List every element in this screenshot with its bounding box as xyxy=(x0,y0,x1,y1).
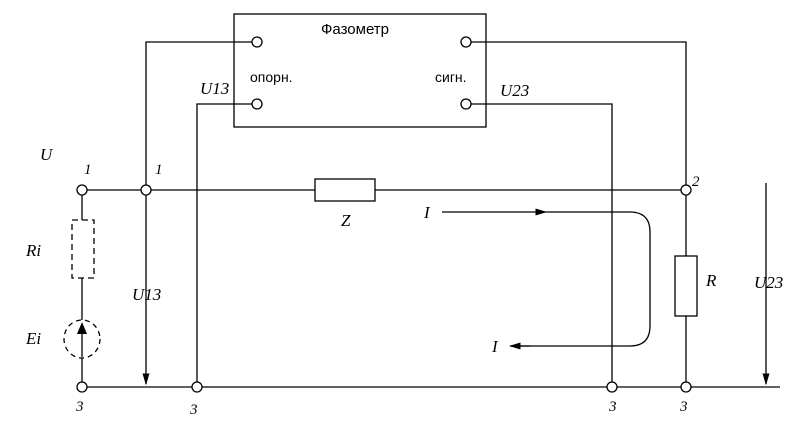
source-voltage-label: U xyxy=(40,145,54,164)
terminal-top-left xyxy=(251,36,263,48)
internal-resistance-ri xyxy=(71,219,95,279)
impedance-z xyxy=(314,178,376,202)
node-3-b-label: 3 xyxy=(189,402,198,418)
terminal-sig xyxy=(460,98,472,110)
terminal-top-right xyxy=(460,36,472,48)
node-3-a-label: 3 xyxy=(75,399,84,415)
wires xyxy=(81,41,780,388)
node-3-a xyxy=(76,381,88,393)
node-1-right xyxy=(140,184,152,196)
phasemeter-ref-label: опорн. xyxy=(250,69,293,85)
node-3-d xyxy=(680,381,692,393)
terminals xyxy=(76,36,692,393)
node-1-right-label: 1 xyxy=(155,162,163,178)
phasemeter-title: Фазометр xyxy=(321,21,389,38)
current-loop-arrow xyxy=(442,208,651,350)
resistor-label: R xyxy=(705,271,717,290)
node-3-b xyxy=(191,381,203,393)
u13-mid-label: U13 xyxy=(132,285,161,304)
u23-right-label: U23 xyxy=(754,273,783,292)
node-2 xyxy=(680,184,692,196)
phasemeter-box: Фазометр опорн. сигн. xyxy=(233,13,487,128)
terminal-ref xyxy=(251,98,263,110)
node-3-c xyxy=(606,381,618,393)
emf-source-icon xyxy=(63,319,101,359)
emf-label: Ei xyxy=(25,329,41,348)
impedance-label: Z xyxy=(341,211,351,230)
phasemeter-sig-label: сигн. xyxy=(435,69,467,85)
node-1-left-label: 1 xyxy=(84,162,92,178)
node-1-left xyxy=(76,184,88,196)
internal-resistance-label: Ri xyxy=(25,241,41,260)
current-bottom-label: I xyxy=(491,337,499,356)
u13-top-label: U13 xyxy=(200,79,229,98)
current-top-label: I xyxy=(423,203,431,222)
node-3-c-label: 3 xyxy=(608,399,617,415)
u23-top-label: U23 xyxy=(500,81,529,100)
node-3-d-label: 3 xyxy=(679,399,688,415)
node-2-label: 2 xyxy=(692,174,700,190)
resistor-r xyxy=(674,255,698,317)
